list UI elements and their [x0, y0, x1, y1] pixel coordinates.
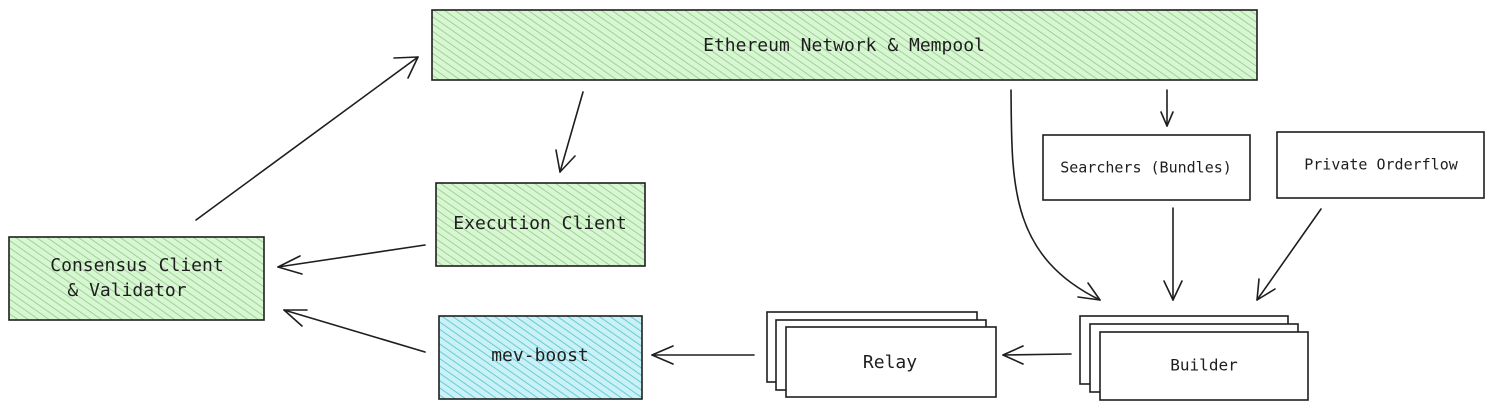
consensus-client-label-line1: Consensus Client [50, 255, 223, 276]
edge-builder-to-relay [1002, 345, 1072, 365]
relay-label: Relay [863, 352, 917, 373]
edge-mevboost-to-consensus [283, 309, 426, 353]
execution-client-label: Execution Client [453, 213, 626, 234]
relay-node: Relay [766, 311, 997, 398]
edge-privateorderflow-to-builder [1256, 208, 1322, 301]
ethereum-network-node: Ethereum Network & Mempool [431, 9, 1258, 81]
edge-relay-to-mevboost [651, 345, 755, 365]
consensus-client-label-line2: & Validator [67, 280, 186, 301]
edge-ethereum-to-searchers [1160, 89, 1174, 127]
builder-node: Builder [1079, 315, 1309, 401]
edge-ethereum-to-builder [1010, 89, 1101, 301]
ethereum-network-label: Ethereum Network & Mempool [703, 35, 985, 56]
consensus-client-node: Consensus Client & Validator [8, 236, 265, 321]
edge-searchers-to-builder [1163, 207, 1183, 301]
edge-ethereum-to-execution [555, 91, 584, 173]
mev-boost-node: mev-boost [438, 315, 643, 400]
searchers-label: Searchers (Bundles) [1060, 159, 1232, 177]
searchers-node: Searchers (Bundles) [1042, 134, 1251, 201]
edge-execution-to-consensus [277, 244, 426, 275]
private-orderflow-node: Private Orderflow [1276, 131, 1485, 199]
builder-label: Builder [1170, 356, 1238, 375]
mev-boost-label: mev-boost [491, 345, 589, 366]
execution-client-node: Execution Client [435, 182, 646, 267]
edge-consensus-to-ethereum [195, 56, 419, 221]
private-orderflow-label: Private Orderflow [1304, 156, 1458, 174]
